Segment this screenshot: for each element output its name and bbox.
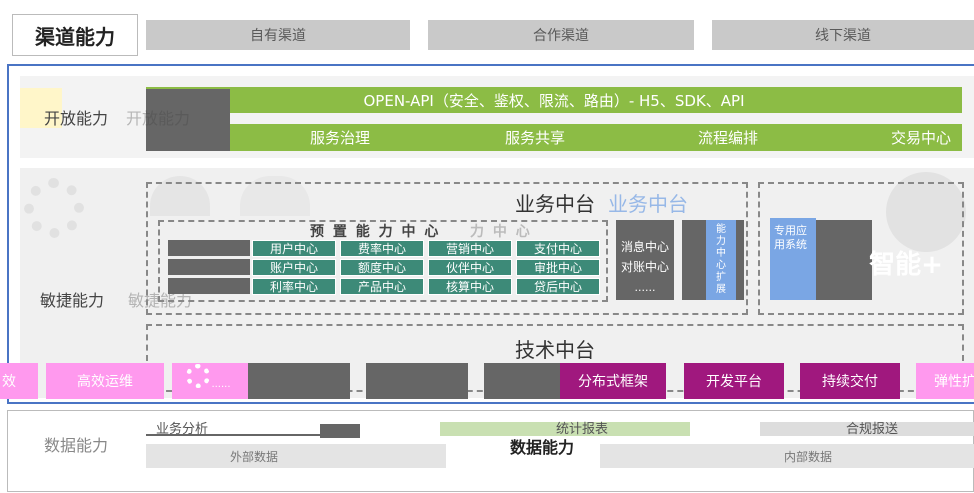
tech-dark-2: [366, 363, 468, 399]
ability-extension-label: 能力中心扩展: [716, 224, 726, 295]
smart-dark-block: [816, 220, 872, 300]
data-source-internal: 内部数据: [784, 450, 833, 464]
reconciliation-center-label: 对账中心: [620, 259, 669, 274]
preset-stub-2: [168, 259, 250, 275]
channel-label-box: [12, 14, 138, 56]
tech-dev-platform: 开发平台: [684, 363, 784, 399]
open-api-bar: OPEN-API（安全、鉴权、限流、路由）- H5、SDK、API: [146, 87, 962, 113]
gear-icon: [24, 178, 84, 238]
business-platform-title: 业务中台: [513, 188, 597, 217]
grid-rate-center: 费率中心: [340, 240, 424, 257]
message-center-box: [616, 220, 674, 300]
grid-payment-center: 支付中心: [516, 240, 600, 257]
open-service-share: 服务共享: [504, 129, 565, 147]
grid-approval-center: 审批中心: [516, 259, 600, 276]
data-item-statistics: 统计报表: [556, 422, 609, 437]
data-item-compliance: 合规报送: [846, 422, 899, 437]
data-overlay-label: 数据能力: [510, 438, 575, 457]
data-source-internal-box: [600, 444, 974, 468]
data-item-business-analysis-box: [146, 420, 320, 436]
open-title-ghost: 开放能力: [126, 109, 191, 128]
channel-own: 自有渠道: [146, 20, 410, 50]
grid-partner-center: 伙伴中心: [428, 259, 512, 276]
tech-efficient-ops: 高效运维: [46, 363, 164, 399]
channel-offline: 线下渠道: [712, 20, 974, 50]
data-item-statistics-box: [440, 422, 690, 436]
grid-post-loan-center: 贷后中心: [516, 278, 600, 295]
grid-accounting-center: 核算中心: [428, 278, 512, 295]
open-service-orchestration: 流程编排: [697, 129, 758, 147]
grid-quota-center: 额度中心: [340, 259, 424, 276]
open-api-dark-block: [146, 89, 230, 151]
open-service-bar: [230, 124, 962, 151]
preset-stub-3: [168, 278, 250, 294]
open-service-trade: 交易中心: [890, 129, 951, 147]
grid-marketing-center: 营销中心: [428, 240, 512, 257]
tech-platform-title: 技术中台: [513, 334, 597, 363]
preset-center-title-ghost: 力 中 心: [470, 224, 532, 240]
ability-extension: 能力中心扩展: [706, 220, 736, 300]
tech-gear-icon: [186, 364, 210, 388]
message-center-more: ......: [634, 280, 656, 294]
special-app-system: 专用应用系统: [770, 218, 816, 300]
preset-stub-1: [168, 240, 250, 256]
data-source-external-box: [146, 444, 446, 468]
middle-frame: [7, 64, 974, 404]
channel-partner: 合作渠道: [428, 20, 694, 50]
business-platform-title-ghost: 业务中台: [608, 192, 688, 216]
open-title: 开放能力: [44, 109, 109, 128]
data-item-business-analysis: 业务分析: [156, 422, 209, 437]
tech-pink-efficiency: 效: [0, 363, 38, 399]
tech-pink-more: ......: [211, 378, 231, 390]
grid-interest-center: 利率中心: [252, 278, 336, 295]
tech-distributed-framework: 分布式框架: [560, 363, 666, 399]
tech-continuous-delivery: 持续交付: [800, 363, 900, 399]
tech-dark-1: [248, 363, 350, 399]
grid-product-center: 产品中心: [340, 278, 424, 295]
data-item-compliance-box: [760, 422, 974, 436]
agile-title: 敏捷能力: [40, 291, 105, 310]
tech-elastic: 弹性扩: [916, 363, 974, 399]
grid-user-center: 用户中心: [252, 240, 336, 257]
open-service-governance: 服务治理: [309, 129, 370, 147]
preset-center-frame: [158, 220, 608, 302]
special-app-system-label: 专用应用系统: [774, 224, 807, 251]
data-dark-stub-1: [320, 424, 360, 438]
channel-title: 渠道能力: [35, 24, 115, 49]
smart-frame: [758, 182, 964, 315]
smart-plus-label: 智能+: [869, 249, 943, 280]
data-title: 数据能力: [44, 436, 109, 455]
open-highlight: [20, 88, 62, 128]
data-source-external: 外部数据: [230, 450, 279, 464]
business-platform-frame: [146, 182, 748, 315]
preset-center-title: 预 置 能 力 中 心: [310, 224, 441, 240]
brain-gear-icon: [886, 172, 966, 252]
grid-account-center: 账户中心: [252, 259, 336, 276]
message-center-label: 消息中心: [620, 239, 669, 254]
